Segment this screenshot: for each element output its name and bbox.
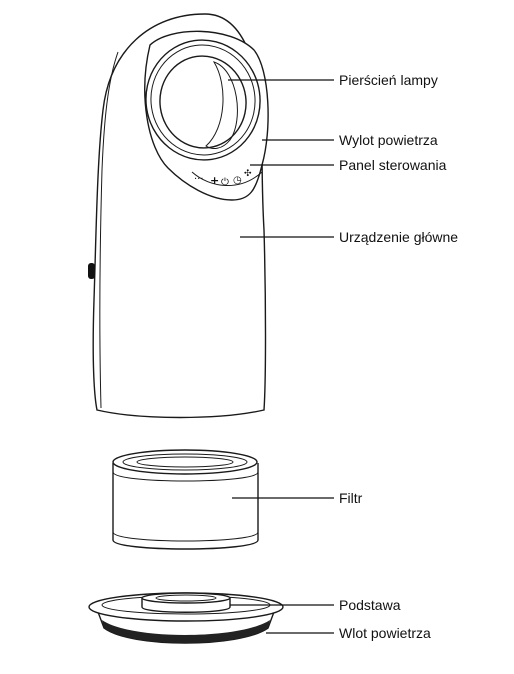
label-lamp-ring: Pierścień lampy [339,72,438,88]
dots-icon: ··· [194,174,204,185]
label-control-panel: Panel sterowania [339,157,447,173]
base-unit [88,592,284,644]
fan-icon: ✣ [244,169,252,179]
control-panel: ··· + ⏻ ◷ ✣ [194,169,252,188]
label-base: Podstawa [339,597,401,613]
callout-lines [228,79,334,634]
label-filter: Filtr [339,490,363,506]
power-icon: ⏻ [221,177,229,188]
label-main-unit: Urządzenie główne [339,229,459,245]
label-air-outlet: Wylot powietrza [339,132,438,148]
timer-icon: ◷ [233,175,242,186]
label-air-inlet: Wlot powietrza [339,625,431,641]
filter-cartridge [112,449,259,550]
side-button [88,263,95,279]
lamp-ring-assembly [144,30,269,201]
plus-icon: + [210,174,219,187]
